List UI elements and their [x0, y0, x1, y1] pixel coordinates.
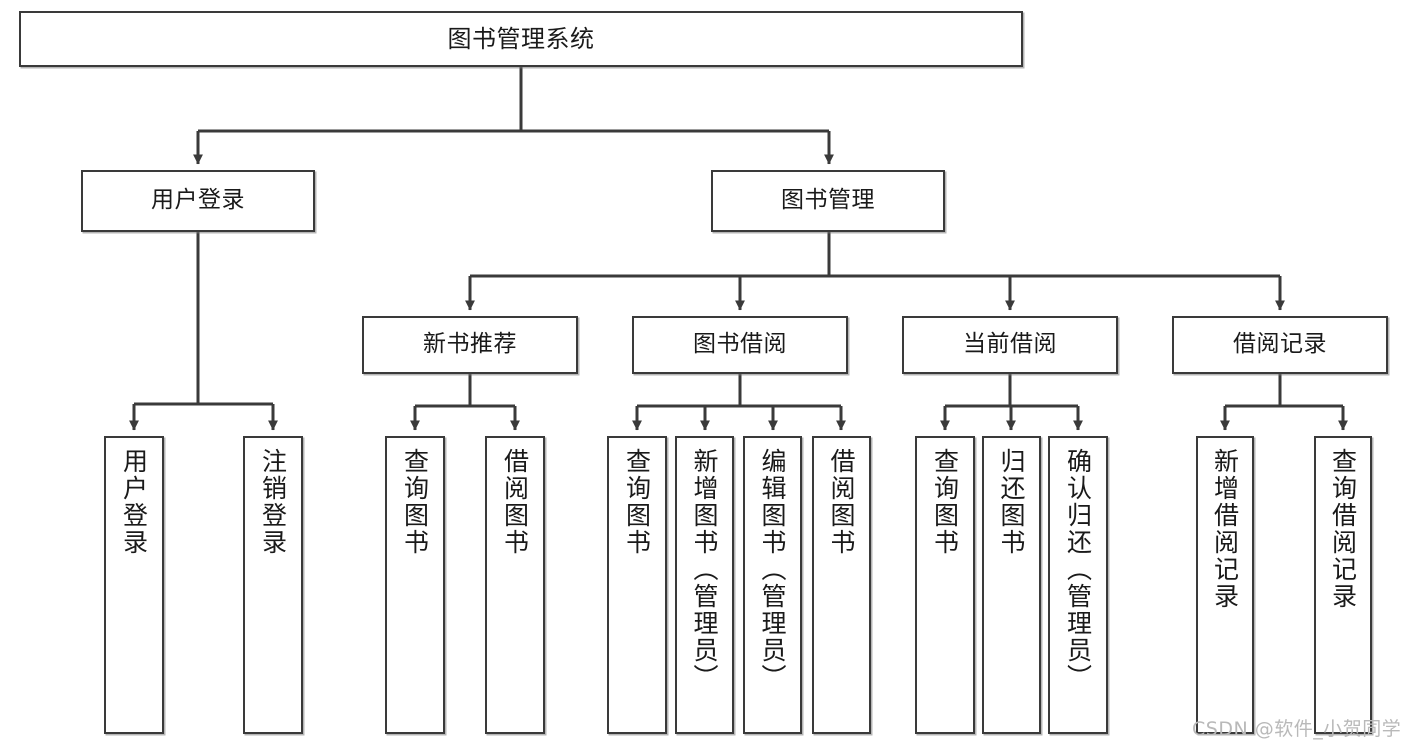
node-new-book-recommend[interactable]: 新书推荐	[362, 316, 578, 374]
node-user-login-label: 用户登录	[151, 187, 245, 214]
node-leaf-bb-edit-book-label: 编辑图书（管理员）	[758, 448, 787, 691]
node-leaf-cb-return-book-label: 归还图书	[997, 448, 1026, 556]
node-current-borrow[interactable]: 当前借阅	[902, 316, 1118, 374]
node-new-book-recommend-label: 新书推荐	[423, 331, 517, 358]
node-leaf-rec-query-book-label: 查询图书	[400, 448, 430, 556]
node-user-login[interactable]: 用户登录	[81, 170, 315, 232]
node-leaf-cb-confirm-return[interactable]: 确认归还（管理员）	[1048, 436, 1108, 734]
node-leaf-bb-query-book-label: 查询图书	[622, 448, 652, 556]
node-leaf-rec-query-book[interactable]: 查询图书	[385, 436, 445, 734]
node-root[interactable]: 图书管理系统	[19, 11, 1023, 67]
node-leaf-bb-borrow-book[interactable]: 借阅图书	[812, 436, 871, 734]
node-book-manage[interactable]: 图书管理	[711, 170, 945, 232]
node-leaf-bb-borrow-book-label: 借阅图书	[827, 448, 856, 556]
node-leaf-rec-borrow-book[interactable]: 借阅图书	[485, 436, 545, 734]
node-leaf-user-logout[interactable]: 注销登录	[243, 436, 303, 734]
node-leaf-user-login[interactable]: 用户登录	[104, 436, 164, 734]
node-leaf-cb-confirm-return-label: 确认归还（管理员）	[1063, 448, 1093, 691]
node-leaf-br-add-record-label: 新增借阅记录	[1210, 448, 1240, 610]
node-borrow-record-label: 借阅记录	[1233, 331, 1327, 358]
node-leaf-bb-query-book[interactable]: 查询图书	[607, 436, 667, 734]
node-book-borrow-label: 图书借阅	[693, 331, 787, 358]
node-leaf-user-logout-label: 注销登录	[258, 448, 288, 556]
node-leaf-cb-return-book[interactable]: 归还图书	[982, 436, 1041, 734]
node-leaf-rec-borrow-book-label: 借阅图书	[500, 448, 530, 556]
node-root-label: 图书管理系统	[447, 24, 595, 53]
node-leaf-br-add-record[interactable]: 新增借阅记录	[1196, 436, 1254, 734]
node-book-manage-label: 图书管理	[781, 187, 875, 214]
node-borrow-record[interactable]: 借阅记录	[1172, 316, 1388, 374]
node-leaf-br-query-record[interactable]: 查询借阅记录	[1314, 436, 1372, 734]
node-leaf-bb-add-book-label: 新增图书（管理员）	[690, 448, 719, 691]
csdn-watermark: CSDN @软件_小贺同学	[1192, 718, 1402, 740]
node-leaf-bb-add-book[interactable]: 新增图书（管理员）	[675, 436, 734, 734]
node-current-borrow-label: 当前借阅	[963, 331, 1057, 358]
node-leaf-br-query-record-label: 查询借阅记录	[1328, 448, 1358, 610]
node-leaf-bb-edit-book[interactable]: 编辑图书（管理员）	[743, 436, 802, 734]
node-book-borrow[interactable]: 图书借阅	[632, 316, 848, 374]
node-leaf-cb-query-book[interactable]: 查询图书	[915, 436, 975, 734]
node-leaf-cb-query-book-label: 查询图书	[930, 448, 960, 556]
node-leaf-user-login-label: 用户登录	[119, 448, 149, 556]
